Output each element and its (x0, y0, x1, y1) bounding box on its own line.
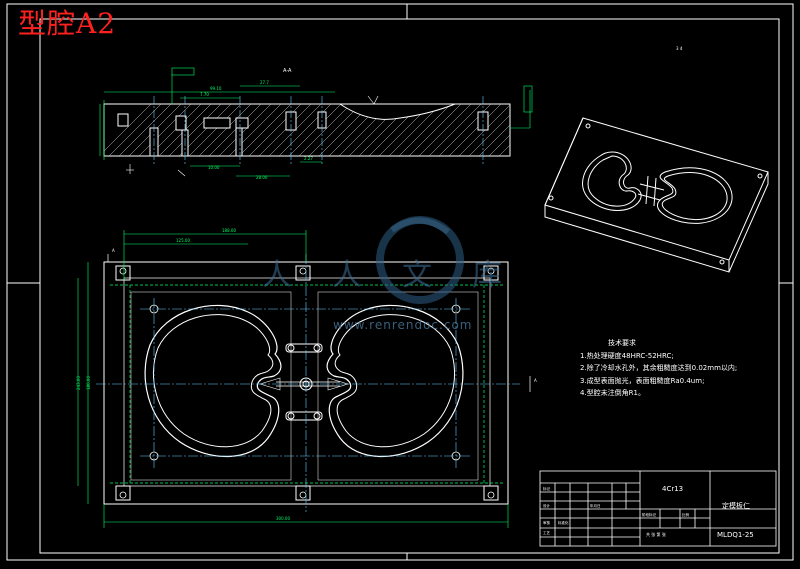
svg-text:300.00: 300.00 (276, 516, 290, 521)
part-name-field: 定模板仁 (722, 502, 750, 510)
svg-text:A: A (534, 378, 537, 383)
svg-text:A: A (112, 248, 115, 253)
svg-text:标准化: 标准化 (558, 520, 569, 525)
sheet-count-field: 共 张 第 张 (646, 532, 666, 537)
section-view: 99.10 27.7 7.70 10.00 28.00 2.27 A-A (99, 67, 533, 180)
sheet-size-label: 型腔A2 (18, 7, 117, 40)
plan-view: 300.00 188.00 125.00 243.00 180.00 A A (76, 228, 537, 528)
watermark-url: www.renrendoc.com (333, 318, 473, 332)
svg-text:10.00: 10.00 (208, 165, 220, 170)
tech-req-item: 4.型腔未注倒角R1。 (580, 389, 645, 397)
svg-text:28.00: 28.00 (256, 175, 268, 180)
tech-req-heading: 技术要求 (608, 339, 636, 347)
svg-text:3 4: 3 4 (676, 46, 683, 51)
svg-text:7.70: 7.70 (200, 92, 209, 97)
section-label: A-A (283, 68, 292, 74)
svg-text:阶段标记: 阶段标记 (642, 512, 656, 517)
svg-text:125.00: 125.00 (176, 238, 190, 243)
title-block-frame (539, 470, 777, 547)
svg-text:设计: 设计 (543, 503, 551, 508)
watermark-logo (376, 216, 464, 304)
svg-text:99.10: 99.10 (210, 86, 222, 91)
tech-req-item: 3.成型表面抛光，表面粗糙度Ra0.4um; (580, 376, 705, 385)
svg-text:标记: 标记 (543, 486, 551, 491)
svg-text:188.00: 188.00 (222, 228, 236, 233)
technical-requirements: 技术要求 1.热处理硬度48HRC-52HRC; 2.除了冷却水孔外，其余粗糙度… (580, 337, 737, 400)
svg-text:审核: 审核 (543, 520, 551, 525)
svg-text:年月日: 年月日 (590, 503, 601, 508)
svg-text:比例: 比例 (682, 512, 690, 517)
svg-text:2.27: 2.27 (304, 156, 313, 161)
svg-text:180.00: 180.00 (86, 376, 91, 390)
svg-text:27.7: 27.7 (260, 80, 269, 85)
tech-req-item: 2.除了冷却水孔外，其余粗糙度达到0.02mm以内; (580, 364, 738, 372)
material-field: 4Cr13 (662, 485, 684, 493)
sheet-border (6, 3, 794, 561)
svg-text:243.00: 243.00 (76, 376, 81, 390)
tech-req-item: 1.热处理硬度48HRC-52HRC; (580, 351, 674, 360)
svg-text:工艺: 工艺 (543, 530, 551, 535)
drawing-number-field: MLDQ1-25 (717, 531, 754, 539)
isometric-view (544, 117, 769, 273)
watermark-text: 人人文库 (262, 258, 542, 293)
